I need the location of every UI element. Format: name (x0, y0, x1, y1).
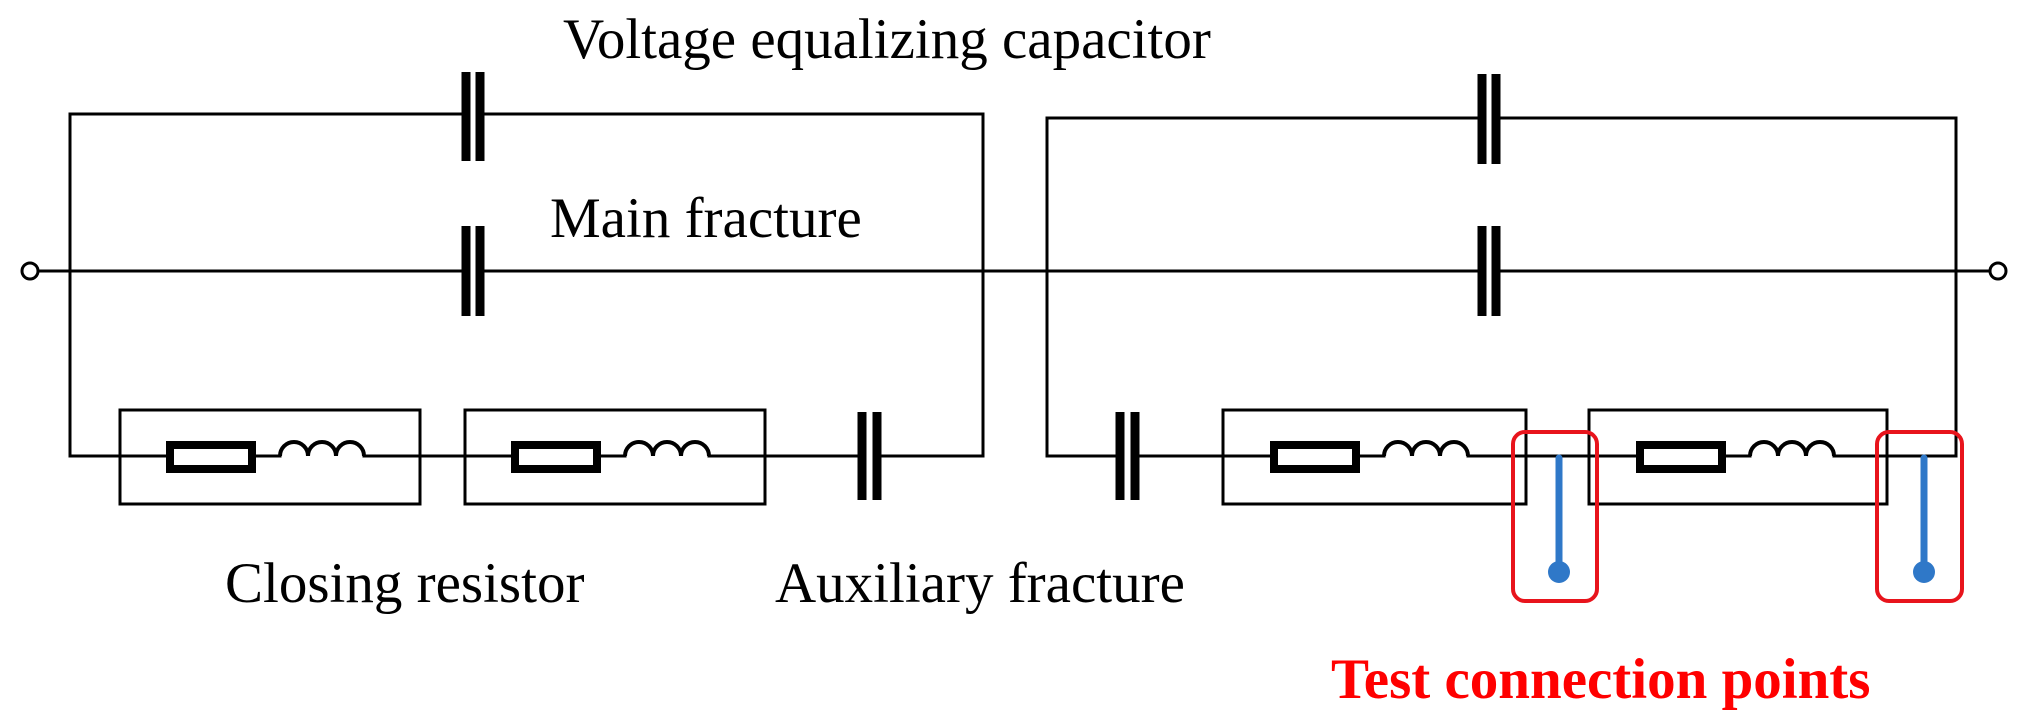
inductor-icon (1748, 440, 1836, 457)
left-equalizing-capacitor-icon (461, 72, 485, 161)
left-main-fracture-branch (35, 226, 1479, 316)
right-equalizing-capacitor-icon (1477, 74, 1501, 164)
left-top-wire (68, 112, 464, 455)
right-main-fracture-branch (1477, 226, 1992, 316)
closing-resistor-unit-3 (1221, 408, 1528, 506)
closing-resistor-unit-1 (118, 408, 422, 506)
test-point-highlight-box (1875, 430, 1964, 603)
left-voltage-equalizing-branch (68, 72, 985, 458)
voltage-equalizing-capacitor-label: Voltage equalizing capacitor (563, 8, 1211, 71)
right-auxiliary-fracture-capacitor-icon (1115, 412, 1140, 500)
resistor-icon (166, 441, 256, 473)
probe-dot-icon (1548, 561, 1570, 583)
right-top-wire (1045, 116, 1480, 455)
inductor-icon (278, 440, 366, 457)
test-connection-point-1 (1511, 430, 1599, 603)
right-main-fracture-capacitor-icon (1477, 226, 1501, 316)
resistor-icon (1270, 441, 1360, 473)
closing-resistor-unit-2 (463, 408, 767, 506)
closing-resistor-unit-4 (1587, 408, 1889, 506)
inductor-icon (623, 440, 711, 457)
test-connection-points-label: Test connection points (1331, 648, 1870, 711)
right-terminal-icon (1988, 261, 2008, 281)
left-main-fracture-capacitor-icon (461, 226, 485, 316)
left-closing-resistor-branch (68, 408, 985, 506)
inductor-icon (1382, 440, 1470, 457)
test-point-highlight-box (1511, 430, 1599, 603)
right-interrupter-unit (1045, 74, 1992, 603)
test-connection-point-2 (1875, 430, 1964, 603)
main-fracture-label: Main fracture (550, 187, 862, 250)
closing-resistor-label: Closing resistor (225, 552, 584, 615)
auxiliary-fracture-label: Auxiliary fracture (775, 552, 1185, 615)
resistor-icon (511, 441, 601, 473)
left-terminal-icon (20, 261, 40, 281)
right-voltage-equalizing-branch (1045, 74, 1958, 455)
right-closing-resistor-branch (1045, 408, 1958, 506)
left-auxiliary-fracture-capacitor-icon (857, 412, 882, 500)
resistor-icon (1636, 441, 1726, 473)
left-interrupter-unit (35, 72, 1479, 506)
probe-dot-icon (1913, 561, 1935, 583)
